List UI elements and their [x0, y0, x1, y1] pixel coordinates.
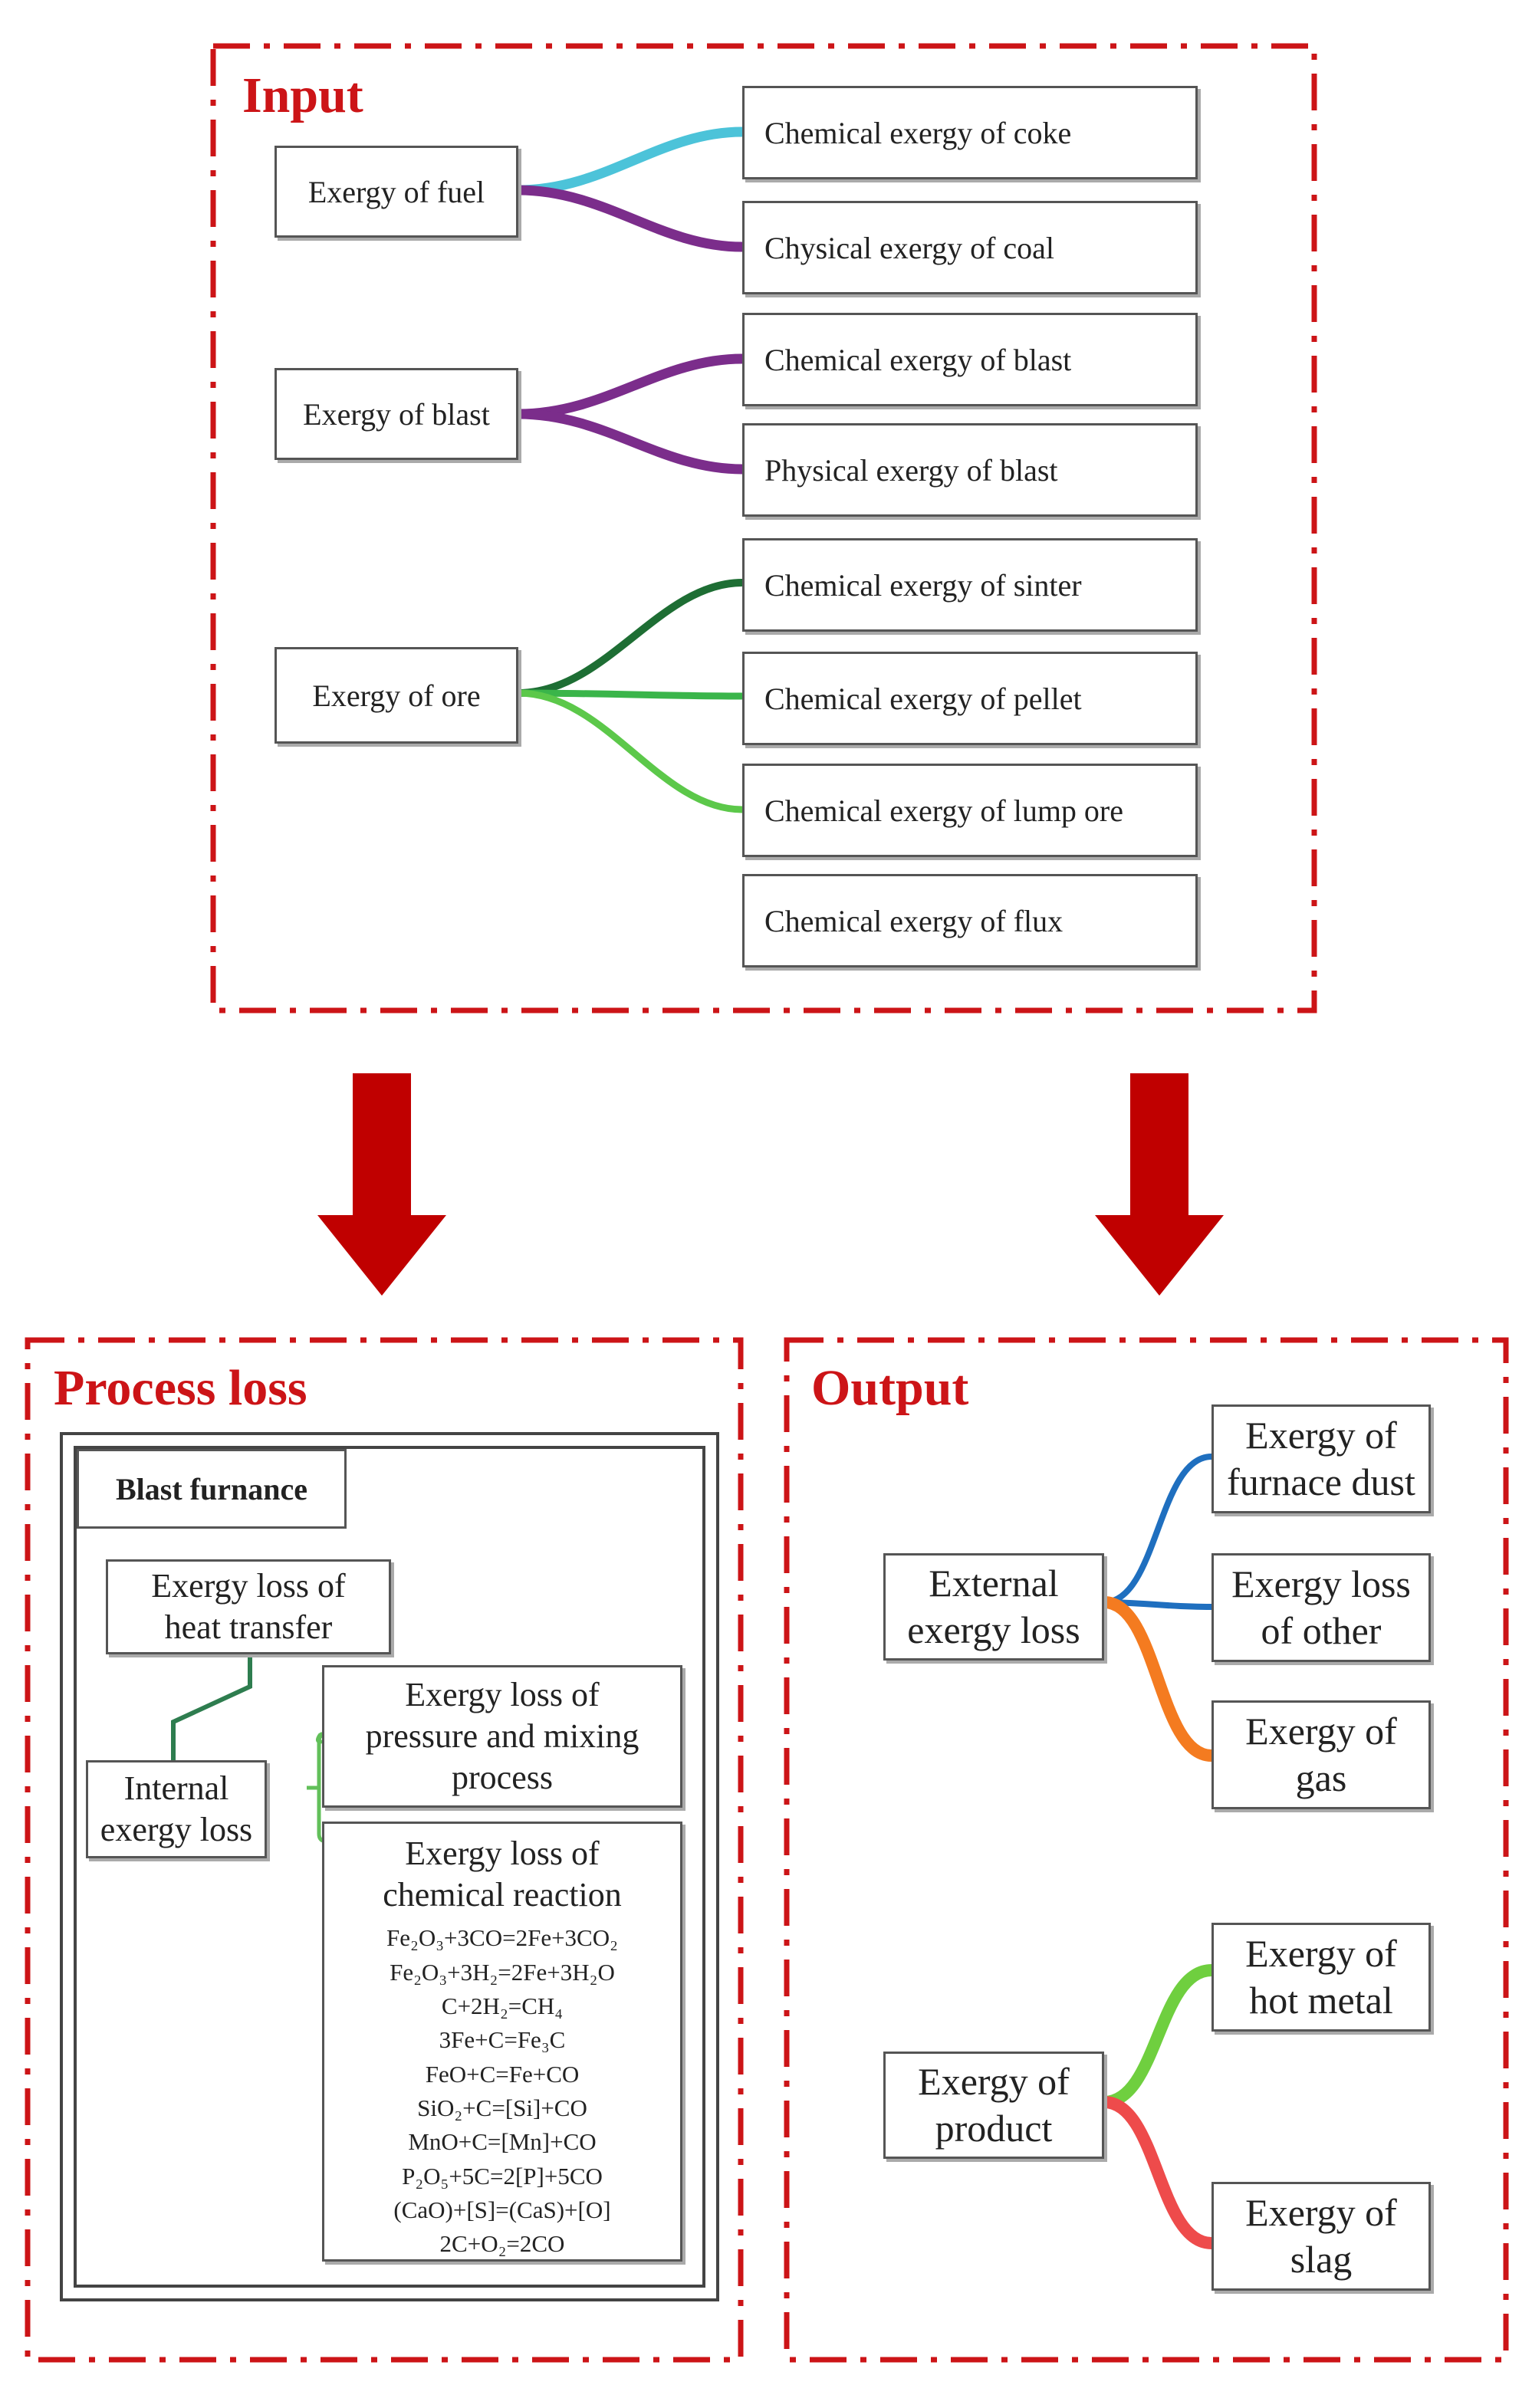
- furnace-dust-box: Exergy of furnace dust: [1211, 1404, 1431, 1513]
- fuel-exergy-box: Exergy of fuel: [275, 146, 518, 238]
- pressure-mixing-label: Exergy loss of pressure and mixing proce…: [365, 1676, 639, 1796]
- chemical-reaction-box: Exergy loss of chemical reaction Fe₂O₃+3…: [322, 1822, 682, 2262]
- blast-exergy-label: Exergy of blast: [303, 396, 490, 432]
- blast-furnace-outer-frame: [60, 1432, 719, 2301]
- blast-furnace-inner-frame: [74, 1446, 705, 2288]
- heat-transfer-label: Exergy loss of heat transfer: [151, 1567, 346, 1646]
- input-item-label: Chemical exergy of coke: [764, 115, 1072, 150]
- internal-bracket: [307, 1732, 324, 1834]
- input-item-label: Chysical exergy of coal: [764, 230, 1055, 265]
- external-to-gas-line: [1098, 1596, 1218, 1762]
- external-loss-box: External exergy loss: [883, 1553, 1104, 1661]
- product-exergy-box: Exergy of product: [883, 2052, 1104, 2159]
- input-item-label: Chemical exergy of blast: [764, 342, 1072, 377]
- reaction-equation: SiO₂+C=[Si]+CO: [417, 2094, 587, 2121]
- slag-exergy-label: Exergy of slag: [1245, 2191, 1397, 2281]
- fuel-to-coke-line: [513, 126, 748, 195]
- reaction-equation: Fe₂O₃+3CO=2Fe+3CO₂: [386, 1924, 618, 1952]
- blast-furnace-header: Blast furnance: [77, 1449, 347, 1529]
- reaction-equation: 3Fe+C=Fe₃C: [439, 2026, 566, 2054]
- pressure-mixing-box: Exergy loss of pressure and mixing proce…: [322, 1665, 682, 1808]
- internal-exergy-label: Internal exergy loss: [100, 1769, 253, 1848]
- furnace-dust-label: Exergy of furnace dust: [1227, 1414, 1415, 1503]
- chemical-reaction-label: Exergy loss of chemical reaction: [383, 1835, 622, 1914]
- input-item-flux: Chemical exergy of flux: [742, 874, 1198, 967]
- ore-exergy-box: Exergy of ore: [275, 647, 518, 744]
- other-loss-label: Exergy loss of other: [1231, 1562, 1411, 1652]
- heat-transfer-box: Exergy loss of heat transfer: [106, 1559, 391, 1654]
- blast-exergy-box: Exergy of blast: [275, 368, 518, 460]
- external-to-dust-line: [1101, 1454, 1215, 1605]
- right-down-arrow: [1095, 1073, 1224, 1296]
- ore-to-pellet-line: [515, 689, 746, 700]
- product-to-hotmetal-line: [1098, 1964, 1218, 2108]
- gas-exergy-label: Exergy of gas: [1245, 1710, 1397, 1799]
- output-frame: [784, 1337, 1509, 2363]
- input-item-lump-ore: Chemical exergy of lump ore: [742, 764, 1198, 857]
- blast-to-chemical-line: [513, 353, 748, 419]
- input-item-pellet: Chemical exergy of pellet: [742, 652, 1198, 745]
- external-loss-label: External exergy loss: [907, 1562, 1080, 1651]
- gas-exergy-box: Exergy of gas: [1211, 1700, 1431, 1809]
- reaction-equation: 2C+O₂=2CO: [439, 2230, 565, 2258]
- blast-to-physical-line: [513, 409, 748, 475]
- input-item-label: Chemical exergy of sinter: [764, 567, 1082, 603]
- hot-metal-box: Exergy of hot metal: [1211, 1923, 1431, 2032]
- input-item-coal: Chysical exergy of coal: [742, 201, 1198, 294]
- reaction-equation: MnO+C=[Mn]+CO: [408, 2128, 597, 2156]
- fuel-to-coal-line: [513, 185, 748, 252]
- left-down-arrow: [317, 1073, 446, 1296]
- slag-exergy-box: Exergy of slag: [1211, 2182, 1431, 2291]
- reaction-equation: C+2H₂=CH₄: [441, 1992, 564, 2019]
- input-item-label: Chemical exergy of lump ore: [764, 793, 1124, 828]
- ore-to-lump-line: [515, 689, 746, 813]
- blast-furnace-label: Blast furnance: [116, 1471, 307, 1506]
- process-title: Process loss: [54, 1360, 307, 1416]
- input-item-physical-blast: Physical exergy of blast: [742, 423, 1198, 517]
- hot-metal-label: Exergy of hot metal: [1245, 1932, 1397, 2022]
- input-title: Input: [242, 67, 363, 123]
- reaction-equation: P₂O₅+5C=2[P]+5CO: [402, 2162, 603, 2190]
- input-frame: [210, 43, 1317, 1013]
- ore-to-sinter-line: [515, 579, 746, 697]
- input-item-label: Chemical exergy of pellet: [764, 681, 1082, 716]
- internal-exergy-box: Internal exergy loss: [86, 1760, 267, 1858]
- input-item-sinter: Chemical exergy of sinter: [742, 538, 1198, 632]
- ore-exergy-label: Exergy of ore: [312, 678, 481, 713]
- other-loss-box: Exergy loss of other: [1211, 1553, 1431, 1662]
- input-item-label: Physical exergy of blast: [764, 452, 1058, 488]
- product-exergy-label: Exergy of product: [918, 2060, 1070, 2150]
- heat-to-internal-line: [171, 1654, 252, 1760]
- output-title: Output: [811, 1360, 969, 1416]
- reaction-equation-list: Fe₂O₃+3CO=2Fe+3CO₂ Fe₂O₃+3H₂=2Fe+3H₂O C+…: [324, 1921, 680, 2261]
- input-item-label: Chemical exergy of flux: [764, 903, 1064, 938]
- input-item-chemical-blast: Chemical exergy of blast: [742, 313, 1198, 406]
- fuel-exergy-label: Exergy of fuel: [307, 174, 485, 209]
- product-to-slag-line: [1098, 2096, 1218, 2249]
- reaction-equation: FeO+C=Fe+CO: [425, 2060, 580, 2088]
- reaction-equation: (CaO)+[S]=(CaS)+[O]: [393, 2196, 611, 2223]
- reaction-equation: Fe₂O₃+3H₂=2Fe+3H₂O: [390, 1958, 615, 1986]
- input-item-coke: Chemical exergy of coke: [742, 86, 1198, 179]
- process-frame: [25, 1337, 744, 2363]
